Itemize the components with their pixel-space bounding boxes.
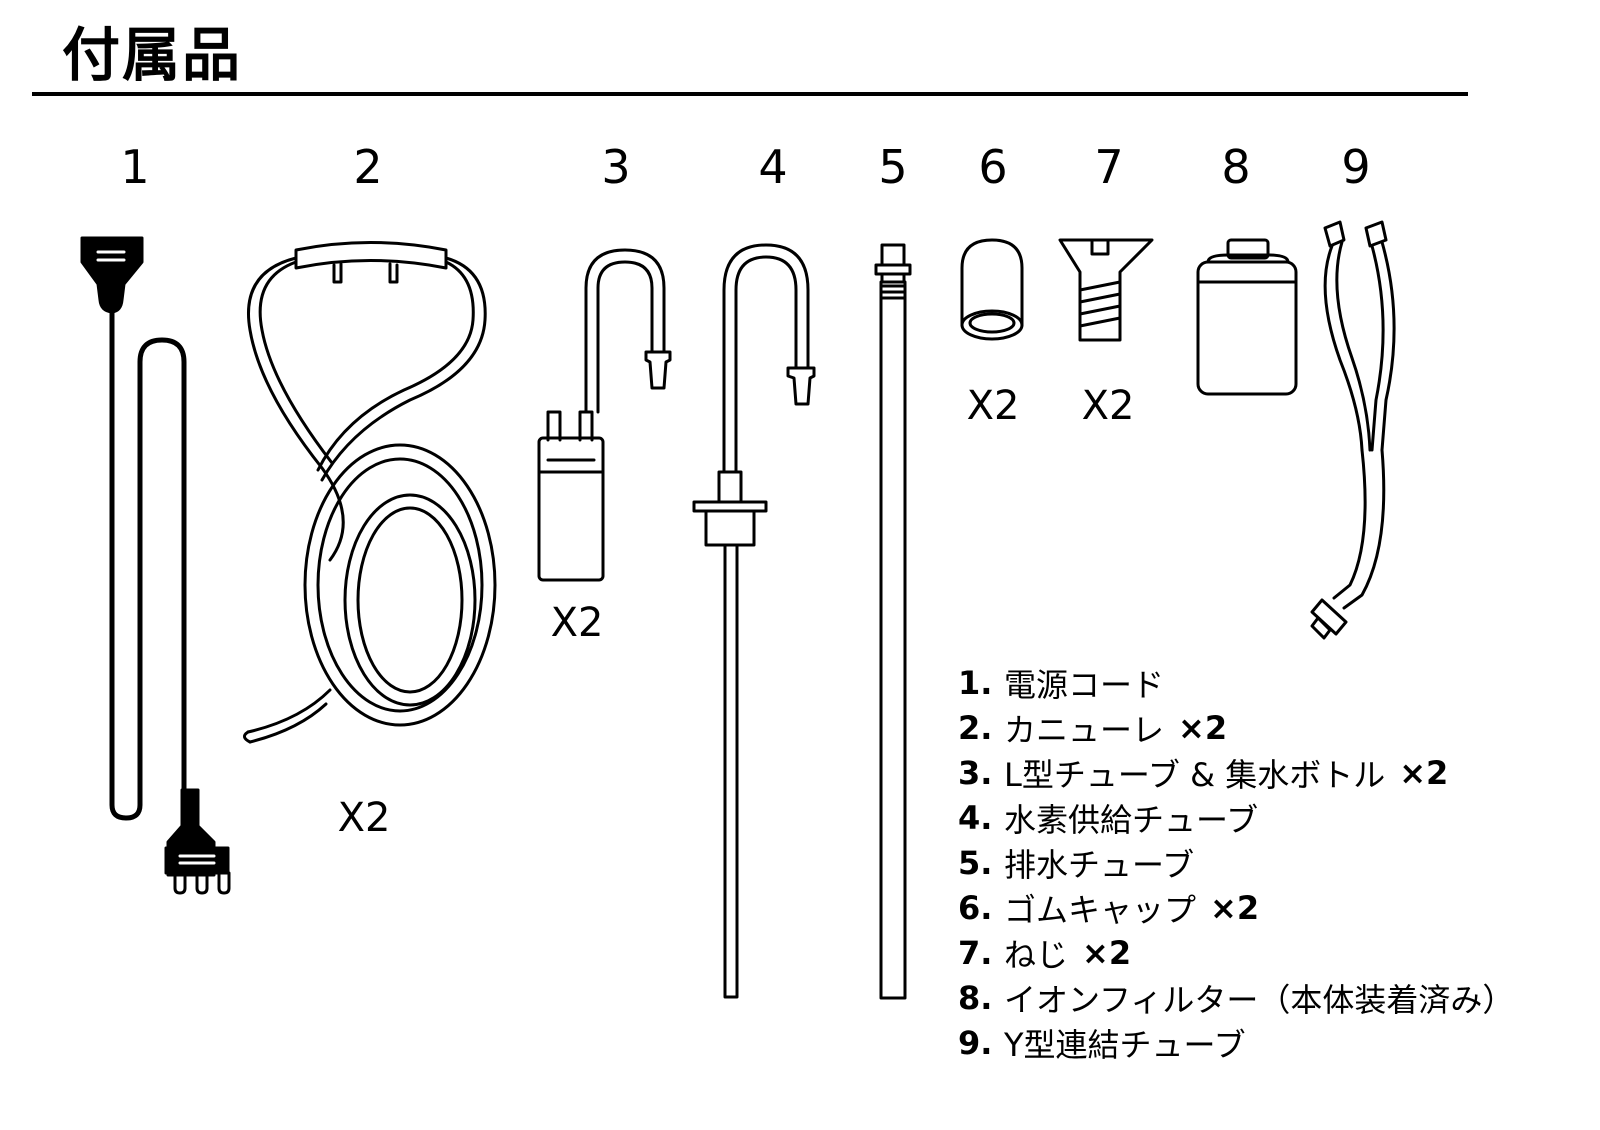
item-2-quantity: X2 bbox=[337, 795, 391, 841]
list-item-text: 電源コード bbox=[1004, 665, 1165, 704]
list-item-text: ねじ bbox=[1004, 935, 1069, 974]
item-number-3: 3 bbox=[601, 140, 631, 194]
item-number-5: 5 bbox=[878, 140, 908, 194]
item-7-quantity: X2 bbox=[1081, 383, 1135, 429]
list-item-text: 水素供給チューブ bbox=[1004, 800, 1259, 839]
list-item-quantity: ×2 bbox=[1178, 708, 1228, 747]
list-item-quantity: ×2 bbox=[1399, 753, 1449, 792]
list-item-number: 4. bbox=[958, 798, 993, 837]
list-item-number: 8. bbox=[958, 978, 993, 1017]
item-number-7: 7 bbox=[1094, 140, 1124, 194]
list-item-quantity: ×2 bbox=[1210, 888, 1260, 927]
power-cord-icon bbox=[80, 236, 231, 895]
list-item: 5. 排水チューブ bbox=[958, 840, 1514, 885]
list-item-number: 1. bbox=[958, 663, 993, 702]
list-item-number: 2. bbox=[958, 708, 993, 747]
item-3-quantity: X2 bbox=[550, 600, 604, 646]
list-item: 2. カニューレ ×2 bbox=[958, 705, 1514, 750]
list-item-text: イオンフィルター（本体装着済み） bbox=[1004, 980, 1515, 1019]
list-item: 8. イオンフィルター（本体装着済み） bbox=[958, 975, 1514, 1020]
list-item: 4. 水素供給チューブ bbox=[958, 795, 1514, 840]
item-number-6: 6 bbox=[978, 140, 1008, 194]
item-number-9: 9 bbox=[1341, 140, 1371, 194]
cannula-icon bbox=[243, 241, 497, 744]
list-item: 7. ねじ ×2 bbox=[958, 930, 1514, 975]
screw-icon bbox=[1058, 238, 1154, 342]
list-item-number: 7. bbox=[958, 933, 993, 972]
list-item-text: L型チューブ & 集水ボトル bbox=[1004, 755, 1386, 794]
item-number-8: 8 bbox=[1221, 140, 1251, 194]
list-item: 1. 電源コード bbox=[958, 660, 1514, 705]
item-number-2: 2 bbox=[353, 140, 383, 194]
accessory-list: 1. 電源コード 2. カニューレ ×2 3. L型チューブ & 集水ボトル ×… bbox=[958, 660, 1514, 1065]
list-item-text: 排水チューブ bbox=[1004, 845, 1195, 884]
title-divider bbox=[32, 92, 1468, 96]
list-item-number: 3. bbox=[958, 753, 993, 792]
page-title: 付属品 bbox=[62, 21, 243, 89]
list-item-text: Y型連結チューブ bbox=[1004, 1025, 1246, 1064]
list-item-quantity: ×2 bbox=[1082, 933, 1132, 972]
list-item-text: ゴムキャップ bbox=[1004, 890, 1197, 929]
hydrogen-supply-tube-icon bbox=[692, 243, 816, 999]
list-item-number: 9. bbox=[958, 1023, 993, 1062]
item-6-quantity: X2 bbox=[966, 383, 1020, 429]
list-item: 3. L型チューブ & 集水ボトル ×2 bbox=[958, 750, 1514, 795]
list-item-number: 6. bbox=[958, 888, 993, 927]
l-tube-bottle-icon bbox=[537, 248, 672, 582]
ion-filter-icon bbox=[1196, 238, 1298, 396]
list-item-number: 5. bbox=[958, 843, 993, 882]
item-number-4: 4 bbox=[758, 140, 788, 194]
list-item-text: カニューレ bbox=[1004, 710, 1165, 749]
list-item: 9. Y型連結チューブ bbox=[958, 1020, 1514, 1065]
list-item: 6. ゴムキャップ ×2 bbox=[958, 885, 1514, 930]
y-connection-tube-icon bbox=[1310, 220, 1396, 640]
rubber-cap-icon bbox=[960, 238, 1024, 341]
drain-tube-icon bbox=[874, 243, 912, 1000]
item-number-1: 1 bbox=[120, 140, 150, 194]
